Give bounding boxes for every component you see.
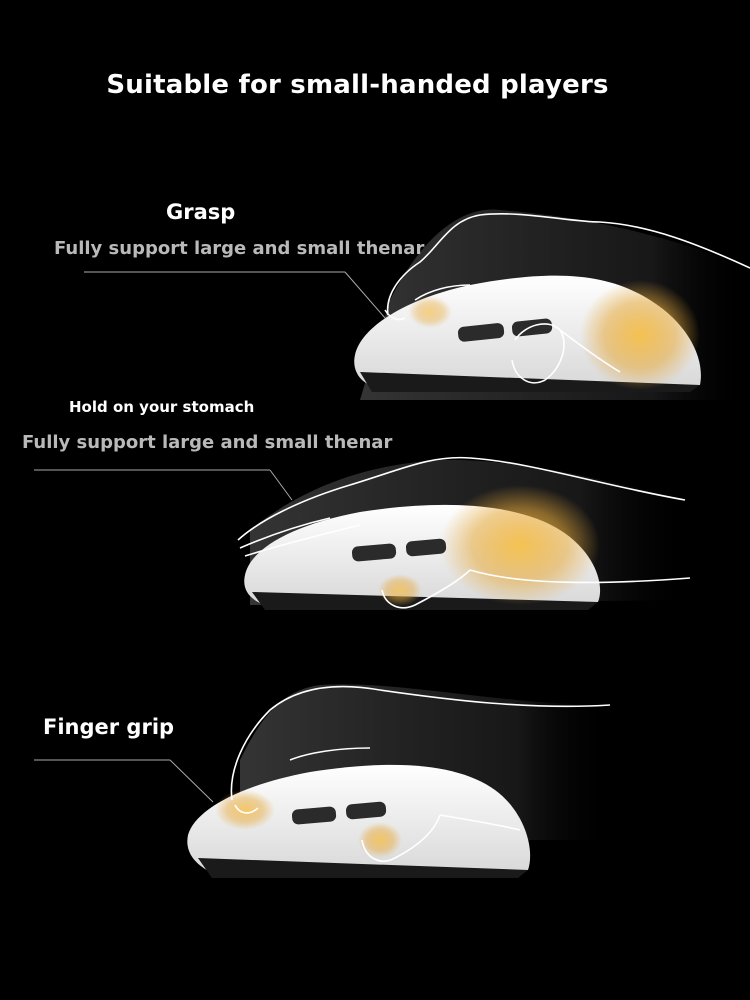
thenar-glow bbox=[215, 790, 275, 830]
palm-grip-subtitle: Fully support large and small thenar bbox=[22, 432, 393, 453]
side-button bbox=[345, 801, 387, 820]
grasp-illustration bbox=[84, 209, 750, 400]
finger-grip-heading: Finger grip bbox=[43, 715, 175, 739]
grasp-subtitle: Fully support large and small thenar bbox=[54, 238, 425, 259]
grasp-heading: Grasp bbox=[166, 200, 236, 224]
page-title: Suitable for small-handed players bbox=[106, 70, 609, 100]
palm-grip-illustration bbox=[34, 456, 691, 610]
side-button bbox=[457, 323, 505, 342]
side-button bbox=[351, 543, 397, 562]
hand-outline bbox=[384, 212, 750, 384]
side-button bbox=[291, 806, 337, 825]
hand-outline bbox=[230, 685, 611, 862]
thenar-glow bbox=[580, 280, 700, 390]
palm-grip-heading: Hold on your stomach bbox=[69, 398, 255, 416]
side-button bbox=[405, 538, 447, 557]
hand-outline bbox=[237, 456, 691, 609]
finger-grip-illustration bbox=[34, 684, 611, 878]
thenar-glow bbox=[440, 485, 600, 605]
